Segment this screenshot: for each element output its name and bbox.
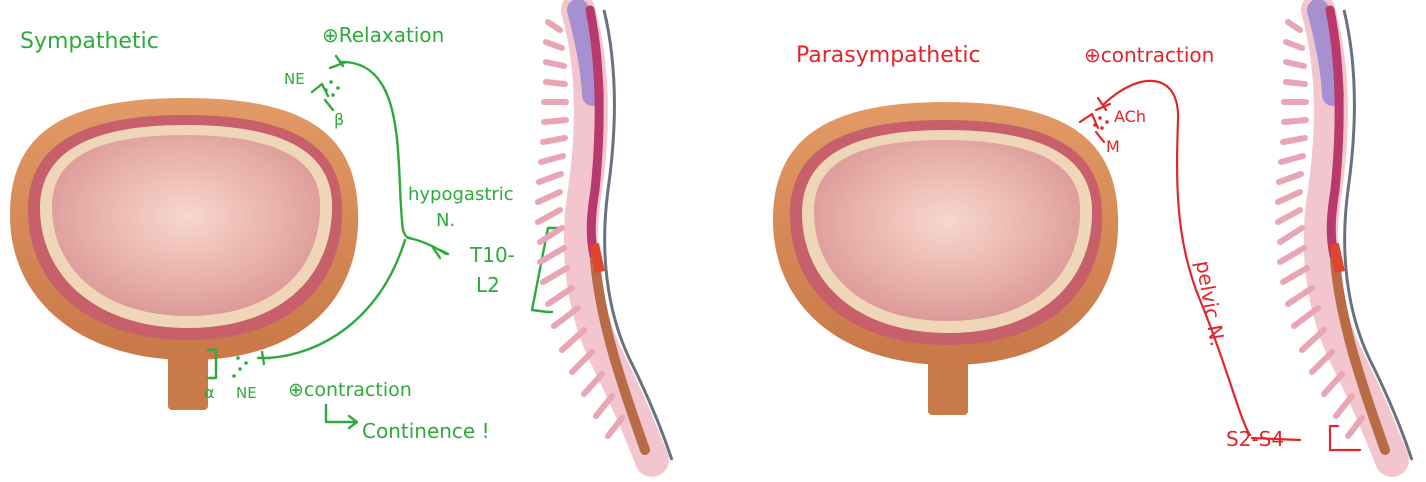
continence-label: Continence ! — [362, 419, 490, 443]
ne-top-label: NE — [284, 70, 305, 88]
hypogastric-nerve-label-1: hypogastric — [408, 184, 514, 205]
continence-arrow — [326, 405, 357, 428]
parasympathetic-panel: Parasympathetic ⊕contraction ACh M pelvi… — [773, 10, 1412, 460]
ne-dots-bottom — [232, 356, 248, 378]
bladder-right — [773, 102, 1118, 415]
synapse-terminal-bottom — [258, 352, 270, 364]
alpha-receptor-label: α — [204, 383, 215, 402]
hypogastric-nerve-label-2: N. — [436, 210, 455, 231]
spinal-level-label-2: L2 — [476, 273, 500, 297]
hypogastric-nerve-to-spine — [408, 238, 446, 254]
parasympathetic-title: Parasympathetic — [796, 43, 981, 68]
beta-receptor-label: β — [334, 110, 344, 129]
bottom-effect-label: ⊕contraction — [288, 379, 412, 401]
spinal-column-right — [1278, 10, 1412, 460]
top-effect-label: ⊕Relaxation — [322, 23, 444, 47]
sympathetic-panel: Sympathetic ⊕Relaxation NE β hypogastric… — [10, 10, 672, 460]
conus-marker-left — [594, 244, 600, 272]
pelvic-nerve-label: pelvic N. — [1191, 259, 1230, 348]
bladder-left — [10, 98, 358, 410]
conus-marker-right — [1334, 244, 1340, 272]
beta-receptor-mark — [312, 84, 333, 110]
contraction-effect-label: ⊕contraction — [1084, 43, 1214, 67]
ne-bottom-label: NE — [236, 384, 257, 402]
synapse-terminal-top — [330, 56, 346, 68]
spinal-level-label-right: S2-S4 — [1226, 427, 1284, 451]
spinal-level-label-1: T10- — [469, 243, 515, 267]
pelvic-nerve-line — [1104, 81, 1250, 435]
sympathetic-title: Sympathetic — [20, 29, 159, 54]
synapse-terminal-spine — [432, 246, 448, 258]
spinal-column-left — [538, 10, 672, 460]
ach-label: ACh — [1114, 107, 1146, 126]
muscarinic-receptor-label: M — [1106, 137, 1120, 156]
